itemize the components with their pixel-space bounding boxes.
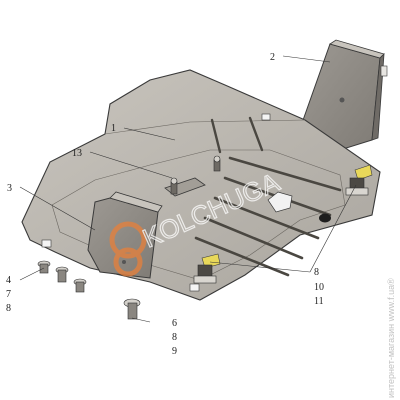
callout-8-right: 8 — [314, 267, 319, 278]
callout-10: 10 — [314, 282, 324, 293]
callout-1: 1 — [111, 123, 116, 134]
loose-hardware — [37, 260, 141, 320]
callout-6: 6 — [172, 318, 177, 329]
callout-8-left: 8 — [6, 303, 11, 314]
callout-13: 13 — [72, 148, 82, 159]
right-fastener-set — [193, 164, 373, 284]
leader-lines — [19, 55, 357, 323]
watermark-side-text: интернет-магазин www.f.ua® — [386, 278, 396, 398]
callout-2: 2 — [270, 52, 275, 63]
callout-11: 11 — [314, 296, 324, 307]
callout-7: 7 — [6, 289, 11, 300]
part-2-bracket — [301, 39, 388, 151]
kolchuga-logo-icon — [109, 221, 147, 277]
callout-labels: 1 2 3 13 4 7 8 6 8 9 8 10 11 — [6, 52, 324, 357]
callout-8-bottom: 8 — [172, 332, 177, 343]
callout-9: 9 — [172, 346, 177, 357]
part-13-bracket — [164, 155, 221, 197]
callout-4: 4 — [6, 275, 11, 286]
callout-3: 3 — [7, 183, 12, 194]
